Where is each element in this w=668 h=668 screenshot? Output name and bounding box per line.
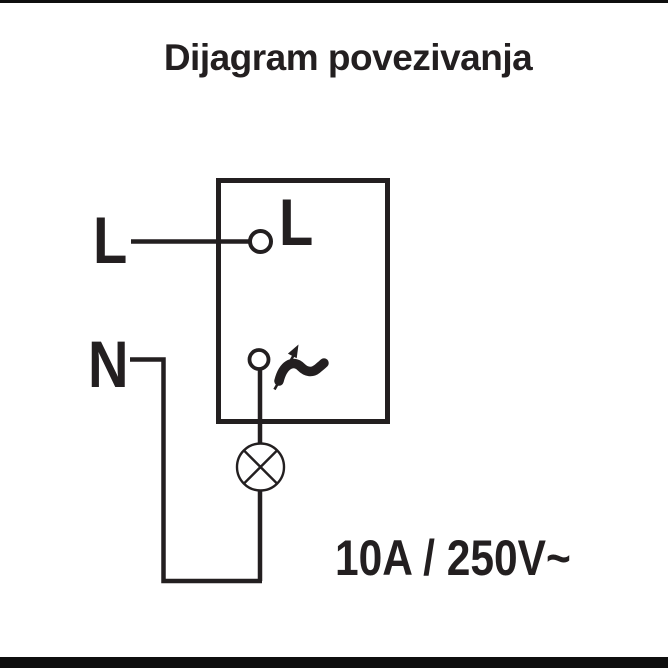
lamp-circle-cross-icon bbox=[235, 442, 286, 492]
terminal-live-label: L bbox=[279, 186, 313, 259]
bottom-border-line bbox=[0, 657, 668, 668]
top-border-line bbox=[0, 0, 668, 3]
dimmer-terminal-circle-icon bbox=[247, 348, 271, 371]
page-title: Dijagram povezivanja bbox=[164, 37, 533, 78]
rating-label: 10A / 250V~ bbox=[335, 530, 571, 586]
lamp-cross-line bbox=[243, 449, 278, 485]
dimmer-tilde-stroke bbox=[274, 358, 329, 386]
dimmer-arrow-over-tilde-icon bbox=[273, 344, 329, 391]
device-outline-box bbox=[216, 178, 390, 424]
neutral-wire bbox=[130, 357, 262, 584]
dimmer-arrow-head bbox=[287, 344, 299, 359]
external-neutral-label: N bbox=[88, 328, 129, 401]
external-live-label: L bbox=[93, 204, 127, 277]
live-terminal-circle-icon bbox=[248, 229, 273, 254]
